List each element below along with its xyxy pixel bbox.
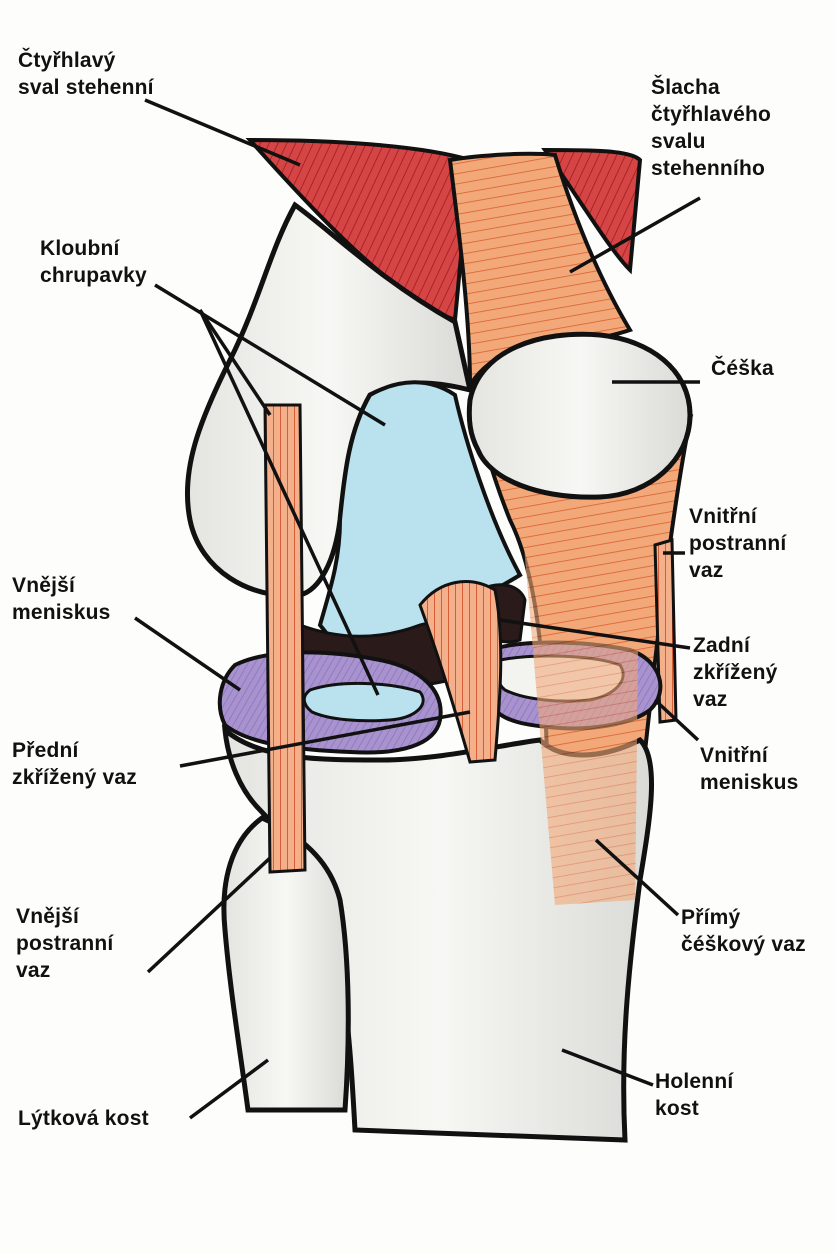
pointer-quadriceps [145,100,300,165]
label-lateral-meniscus: Vnější meniskus [12,572,110,626]
patella-bone [469,334,690,497]
label-patella: Čéška [711,355,774,382]
label-quadriceps: Čtyřhlavý sval stehenní [18,47,154,101]
label-patellar-ligament: Přímý čéškový vaz [681,904,806,958]
label-medial-meniscus: Vnitřní meniskus [700,742,798,796]
lateral-collateral-ligament [265,405,305,872]
label-fibula: Lýtková kost [18,1105,149,1132]
label-posterior-cruciate: Zadní zkřížený vaz [693,632,777,713]
lateral-meniscus-hole [304,683,423,720]
label-quadriceps-tendon: Šlacha čtyřhlavého svalu stehenního [651,74,771,182]
label-medial-collateral: Vnitřní postranní vaz [689,503,786,584]
label-cartilage: Kloubní chrupavky [40,235,147,289]
label-tibia: Holenní kost [655,1068,733,1122]
label-lateral-collateral: Vnější postranní vaz [16,903,113,984]
label-anterior-cruciate: Přední zkřížený vaz [12,737,137,791]
pointer-lateral-meniscus [135,618,240,690]
